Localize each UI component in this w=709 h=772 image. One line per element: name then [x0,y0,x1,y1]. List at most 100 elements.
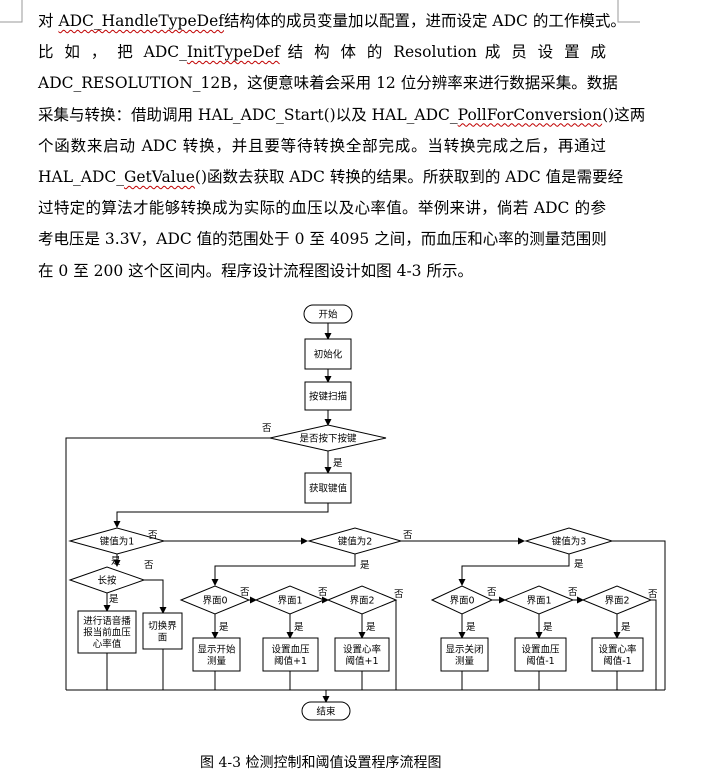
no-label: 否 [487,587,497,598]
flow-connector [651,599,657,690]
get-key-box-label: 获取键值 [309,483,348,495]
yes-label: 是 [574,559,584,570]
key3-decision-label: 键值为3 [552,536,587,548]
end-terminal [301,701,351,721]
paragraph-line: 个函数来启动 ADC 转换，并且要等待转换全部完成。当转换完成之后，再通过 [38,131,606,162]
spellcheck-underlined-term: PollForConversion [457,105,603,124]
spellcheck-underlined-term: InitTypeDef [186,43,280,62]
voice-broadcast-box-label: 进行语音播 [83,615,131,627]
paragraph-text: HAL_ADC_ [38,167,124,186]
ui1-decision-key3 [503,585,575,615]
ui0-decision-key3 [430,585,494,615]
yes-label: 是 [219,622,229,633]
key1-decision-label: 键值为1 [100,536,135,548]
yes-label: 是 [466,622,476,633]
flow-connector [458,554,570,586]
voice-broadcast-box [77,610,137,654]
key-scan-box [304,381,352,411]
paragraph-line: HAL_ADC_GetValue()函数去获取 ADC 转换的结果。所获取到的 … [38,162,623,193]
switch-ui-box [142,612,183,650]
paragraph-text: 比 如 ， 把 ADC_ [38,43,187,62]
ui0-decision-key2-label: 界面0 [202,596,227,607]
flow-connector [65,437,270,690]
no-label: 否 [394,589,404,600]
yes-label: 是 [109,594,119,605]
ui2-decision-key3-label: 界面2 [604,596,629,607]
flow-connector [113,503,329,528]
voice-broadcast-box-label: 报当前血压 [83,627,131,639]
set-hr-threshold-up-box [334,637,390,672]
init-box-label: 初始化 [314,349,343,361]
show-start-measure-box [192,637,241,672]
spellcheck-underlined-term: GetValue [123,167,195,186]
ui2-decision-key2 [326,585,398,615]
yes-label: 是 [333,458,343,469]
start-terminal-label: 开始 [318,309,338,321]
no-label: 否 [148,530,158,541]
body-paragraph: 对 ADC_HandleTypeDef结构体的成员变量加以配置，进而设定 ADC… [38,6,645,287]
ui1-decision-key2-label: 界面1 [277,596,302,607]
yes-label: 是 [360,560,370,571]
page-corner-mark-left [0,0,23,23]
show-start-measure-box-label: 测量 [207,656,227,667]
set-hr-threshold-down-box-label: 阈值-1 [603,655,631,667]
get-key-box [304,472,352,504]
key1-decision [68,527,166,555]
ui1-decision-key2 [254,585,326,615]
key-pressed-decision [269,424,387,452]
set-bp-threshold-up-box-label: 阈值+1 [274,655,307,667]
switch-ui-box-label: 面 [158,632,168,643]
flow-connector [144,579,167,614]
paragraph-line: 采集与转换：借助调用 HAL_ADC_Start()以及 HAL_ADC_Pol… [38,100,645,131]
show-start-measure-box-label: 显示开始 [197,643,236,655]
end-terminal-label: 结束 [316,706,336,718]
set-bp-threshold-down-box-label: 设置血压 [521,643,560,655]
paragraph-text: 对 [38,12,59,30]
paragraph-text: ()函数去获取 ADC 转换的结果。所获取到的 ADC 值是需要经 [194,167,624,186]
ui0-decision-key3-label: 界面0 [449,596,474,607]
key2-decision [307,527,403,555]
flow-connector [211,554,356,586]
long-press-decision [68,566,146,594]
yes-label: 是 [621,622,631,633]
paragraph-line: 考电压是 3.3V，ADC 值的范围处于 0 至 4095 之间，而血压和心率的… [38,224,607,255]
set-hr-threshold-up-box-label: 设置心率 [343,643,382,655]
paragraph-line: 比 如 ， 把 ADC_InitTypeDef 结 构 体 的 Resoluti… [38,37,606,68]
yes-label: 是 [111,556,121,567]
paragraph-text: 采集与转换：借助调用 HAL_ADC_Start()以及 HAL_ADC_ [38,105,458,124]
paragraph-line: 对 ADC_HandleTypeDef结构体的成员变量加以配置，进而设定 ADC… [38,6,626,37]
show-close-measure-box-label: 显示关闭 [445,643,483,655]
key2-decision-label: 键值为2 [338,536,373,548]
set-hr-threshold-down-box-label: 设置心率 [598,643,637,655]
no-label: 否 [240,587,250,598]
show-close-measure-box [440,637,489,672]
yes-label: 是 [366,622,376,633]
key3-decision [524,527,614,555]
set-bp-threshold-down-box [514,637,567,672]
ui2-decision-key3 [581,585,653,615]
ui2-decision-key2-label: 界面2 [349,596,374,607]
yes-label: 是 [294,622,304,633]
paragraph-text: 个函数来启动 ADC 转换，并且要等待转换全部完成。当转换完成之后，再通过 [38,136,606,155]
switch-ui-box-label: 切换界 [148,620,177,632]
flow-connector [612,540,666,690]
start-terminal [303,304,353,324]
no-label: 否 [648,589,658,600]
key-scan-box-label: 按键扫描 [309,391,348,403]
paragraph-line: 在 0 至 200 这个区间内。程序设计流程图设计如图 4-3 所示。 [38,256,606,287]
no-label: 否 [568,587,578,598]
show-close-measure-box-label: 测量 [455,656,475,667]
paragraph-text: 结 构 体 的 Resolution 成 员 设 置 成 [279,43,606,62]
ui0-decision-key2 [179,585,251,615]
set-hr-threshold-down-box [591,637,644,672]
paragraph-text: 结构体的成员变量加以配置，进而设定 ADC 的工作模式。 [224,12,626,30]
figure-caption: 图 4-3 检测控制和阈值设置程序流程图 [200,755,442,771]
no-label: 否 [144,560,154,571]
set-bp-threshold-up-box-label: 设置血压 [271,643,310,655]
paragraph-text: ()这两 [602,105,646,124]
long-press-decision-label: 长按 [97,575,117,587]
ui1-decision-key3-label: 界面1 [526,596,551,607]
set-hr-threshold-up-box-label: 阈值+1 [345,655,378,667]
no-label: 否 [403,530,413,541]
